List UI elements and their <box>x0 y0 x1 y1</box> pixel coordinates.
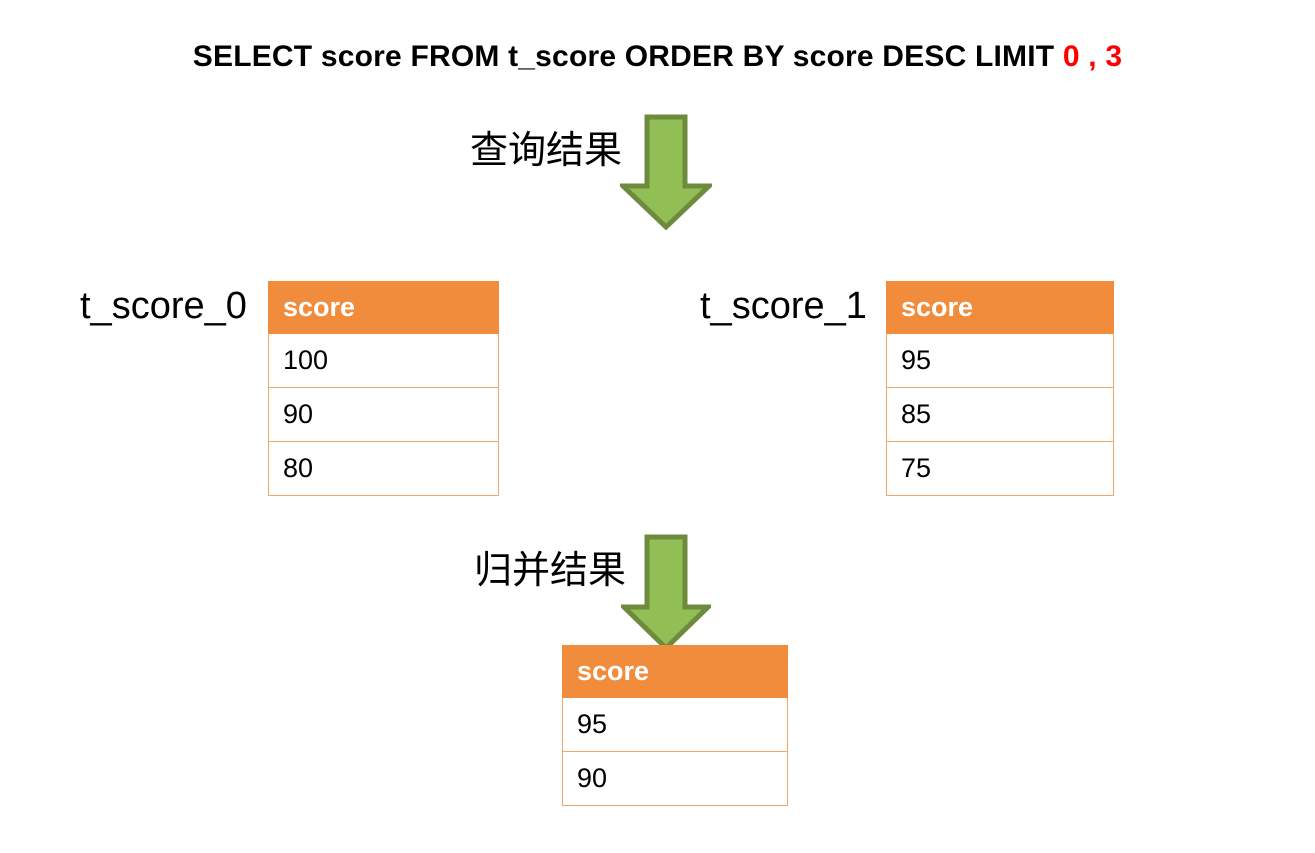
table-header-row: score <box>886 281 1114 334</box>
table-row: 90 <box>268 387 499 442</box>
table-row: 90 <box>562 751 788 806</box>
table-t-score-0: score 100 90 80 <box>268 281 499 496</box>
table-row: 100 <box>268 333 499 388</box>
table-row: 85 <box>886 387 1114 442</box>
cell-score: 95 <box>562 697 788 752</box>
column-header-score: score <box>886 281 1114 334</box>
cell-score: 95 <box>886 333 1114 388</box>
query-result-label: 查询结果 <box>470 128 623 172</box>
arrow-down-icon <box>620 114 712 230</box>
sql-statement-text: SELECT score FROM t_score ORDER BY score… <box>192 40 1063 73</box>
cell-score: 90 <box>562 751 788 806</box>
cell-score: 90 <box>268 387 499 442</box>
table-row: 95 <box>562 697 788 752</box>
cell-score: 80 <box>268 441 499 496</box>
table-row: 80 <box>268 441 499 496</box>
cell-score: 100 <box>268 333 499 388</box>
table-label-t-score-0: t_score_0 <box>80 285 247 327</box>
sql-limit-values: 0 , 3 <box>1062 40 1123 73</box>
arrow-down-icon <box>621 534 711 651</box>
column-header-score: score <box>268 281 499 334</box>
table-t-score-1: score 95 85 75 <box>886 281 1114 496</box>
table-header-row: score <box>562 645 788 698</box>
merge-result-label: 归并结果 <box>474 548 627 592</box>
table-header-row: score <box>268 281 499 334</box>
cell-score: 75 <box>886 441 1114 496</box>
column-header-score: score <box>562 645 788 698</box>
table-label-t-score-1: t_score_1 <box>700 285 867 327</box>
table-row: 75 <box>886 441 1114 496</box>
table-row: 95 <box>886 333 1114 388</box>
table-merged-result: score 95 90 <box>562 645 788 806</box>
cell-score: 85 <box>886 387 1114 442</box>
page-title: SELECT score FROM t_score ORDER BY score… <box>0 40 1315 74</box>
